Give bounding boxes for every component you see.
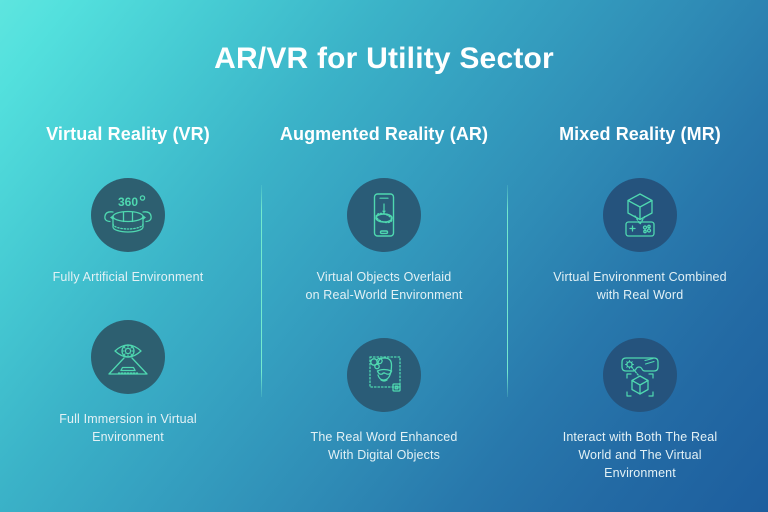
cards-mr: Virtual Environment Combined with Real W… (512, 178, 768, 482)
card-caption-vr-1: Fully Artificial Environment (21, 268, 236, 286)
card-caption-mr-2: Interact with Both The Real World and Th… (530, 428, 750, 482)
card-mr-2: Interact with Both The Real World and Th… (512, 338, 768, 482)
caption-line: Environment (92, 430, 164, 444)
column-mixed-reality: Mixed Reality (MR) (512, 0, 768, 512)
card-ar-1: Virtual Objects Overlaid on Real-World E… (256, 178, 512, 304)
caption-line: Full Immersion in Virtual (59, 412, 197, 426)
eye-immersion-icon (104, 334, 152, 380)
face-ar-glasses-scan-icon (360, 351, 408, 399)
column-title-ar: Augmented Reality (AR) (279, 124, 489, 144)
icon-circle-mr-2 (603, 338, 677, 412)
caption-line: on Real-World Environment (305, 288, 463, 302)
caption-line: Interact with Both The Real (562, 430, 718, 444)
column-title-mr: Mixed Reality (MR) (559, 124, 721, 144)
vr-headset-360-icon: 360 (102, 192, 154, 238)
page-title: AR/VR for Utility Sector (214, 42, 554, 75)
card-vr-1: 360 (0, 178, 256, 286)
card-ar-2: The Real Word Enhanced With Digital Obje… (256, 338, 512, 464)
caption-line: With Digital Objects (327, 448, 441, 462)
caption-line: with Real Word (596, 288, 684, 302)
icon-circle-vr-2 (91, 320, 165, 394)
svg-text:360: 360 (118, 195, 138, 209)
column-virtual-reality: Virtual Reality (VR) 360 (0, 0, 256, 512)
icon-circle-ar-1 (347, 178, 421, 252)
cards-ar: Virtual Objects Overlaid on Real-World E… (256, 178, 512, 464)
card-caption-vr-2: Full Immersion in Virtual Environment (21, 410, 236, 446)
column-augmented-reality: Augmented Reality (AR) (256, 0, 512, 512)
smartphone-ar-icon (364, 191, 404, 239)
caption-line: The Real Word Enhanced (310, 430, 458, 444)
card-caption-ar-1: Virtual Objects Overlaid on Real-World E… (277, 268, 492, 304)
caption-line: World and The Virtual (578, 448, 702, 462)
caption-line: Environment (604, 466, 676, 480)
column-title-vr: Virtual Reality (VR) (46, 124, 210, 144)
card-caption-ar-2: The Real Word Enhanced With Digital Obje… (277, 428, 492, 464)
cards-vr: 360 (0, 178, 256, 446)
caption-line: Virtual Objects Overlaid (316, 270, 452, 284)
cube-projection-device-icon (616, 191, 664, 239)
icon-circle-vr-1: 360 (91, 178, 165, 252)
caption-line: Virtual Environment Combined (553, 270, 727, 284)
card-caption-mr-1: Virtual Environment Combined with Real W… (530, 268, 750, 304)
card-vr-2: Full Immersion in Virtual Environment (0, 320, 256, 446)
icon-circle-mr-1 (603, 178, 677, 252)
mr-glasses-cube-scan-icon (615, 351, 665, 399)
caption-line: Fully Artificial Environment (52, 270, 204, 284)
column-divider-right (507, 185, 508, 397)
icon-circle-ar-2 (347, 338, 421, 412)
card-mr-1: Virtual Environment Combined with Real W… (512, 178, 768, 304)
column-divider-left (261, 185, 262, 397)
